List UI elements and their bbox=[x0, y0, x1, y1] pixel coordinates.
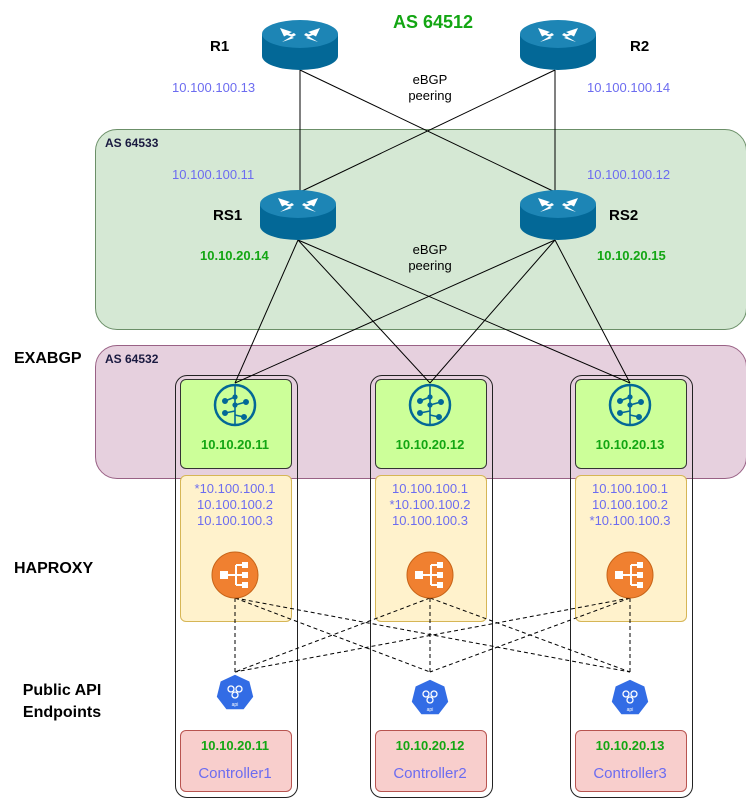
as-64533-label: AS 64533 bbox=[105, 136, 159, 150]
api-service-icon: api bbox=[410, 678, 450, 716]
section-label-api-line1: Public API bbox=[22, 682, 102, 699]
load-balancer-icon bbox=[606, 551, 654, 599]
bgp-speaker-icon bbox=[213, 383, 257, 427]
diagram-title: AS 64512 bbox=[393, 12, 474, 32]
peering-label-mid: eBGP peering bbox=[395, 242, 465, 274]
as-64532-label: AS 64532 bbox=[105, 352, 159, 366]
router-icon bbox=[520, 20, 596, 70]
peering-label-mid-line2: peering bbox=[408, 258, 452, 273]
router-rs1-name: RS1 bbox=[213, 207, 243, 224]
api-icon-text: api bbox=[427, 707, 434, 713]
router-rs2-ip-top: 10.100.100.12 bbox=[587, 167, 671, 182]
peering-label-mid-line1: eBGP bbox=[412, 242, 448, 257]
router-rs1-ip-bottom: 10.10.20.14 bbox=[200, 248, 269, 263]
node-column-1 bbox=[175, 375, 298, 798]
router-rs2-ip-bottom: 10.10.20.15 bbox=[597, 248, 666, 263]
vip-item: 10.100.100.3 bbox=[392, 513, 468, 528]
router-r2-ip: 10.100.100.14 bbox=[587, 80, 671, 95]
bgp-speaker-icon bbox=[408, 383, 452, 427]
bgp-speaker-icon bbox=[608, 383, 652, 427]
controller-name-2: Controller2 bbox=[393, 765, 467, 782]
router-rs2-name: RS2 bbox=[609, 207, 639, 224]
api-icon-text: api bbox=[627, 707, 634, 713]
vip-item: 10.100.100.1 bbox=[592, 481, 668, 496]
router-rs1-ip-top: 10.100.100.11 bbox=[172, 167, 255, 182]
controller-ip-3: 10.10.20.13 bbox=[595, 738, 665, 753]
controller-ip-2: 10.10.20.12 bbox=[395, 738, 465, 753]
router-icon bbox=[262, 20, 338, 70]
vip-item: *10.100.100.1 bbox=[194, 481, 276, 496]
section-label-haproxy: HAPROXY bbox=[14, 560, 94, 577]
controller-name-3: Controller3 bbox=[593, 765, 667, 782]
vip-item: 10.100.100.1 bbox=[392, 481, 468, 496]
vip-list-1: *10.100.100.1 10.100.100.2 10.100.100.3 bbox=[180, 481, 290, 529]
load-balancer-icon bbox=[211, 551, 259, 599]
api-service-icon: api bbox=[215, 673, 255, 711]
router-r1-ip: 10.100.100.13 bbox=[172, 80, 256, 95]
router-r1-name: R1 bbox=[210, 38, 230, 55]
controller-name-1: Controller1 bbox=[198, 765, 272, 782]
load-balancer-icon bbox=[406, 551, 454, 599]
controller-box-3 bbox=[575, 730, 687, 792]
router-icon bbox=[520, 190, 596, 240]
exabgp-ip-3: 10.10.20.13 bbox=[595, 437, 665, 452]
peering-label-top: eBGP peering bbox=[395, 72, 465, 104]
vip-item: 10.100.100.2 bbox=[197, 497, 273, 512]
api-service-icon: api bbox=[610, 678, 650, 716]
controller-box-2 bbox=[375, 730, 487, 792]
node-column-3 bbox=[570, 375, 693, 798]
vip-list-2: 10.100.100.1 *10.100.100.2 10.100.100.3 bbox=[375, 481, 485, 529]
section-label-api: Public API Endpoints bbox=[8, 680, 116, 724]
vip-item: *10.100.100.3 bbox=[589, 513, 671, 528]
exabgp-ip-2: 10.10.20.12 bbox=[395, 437, 465, 452]
vip-item: 10.100.100.2 bbox=[592, 497, 668, 512]
section-label-exabgp: EXABGP bbox=[14, 350, 82, 367]
router-icon bbox=[260, 190, 336, 240]
vip-item: *10.100.100.2 bbox=[389, 497, 471, 512]
vip-list-3: 10.100.100.1 10.100.100.2 *10.100.100.3 bbox=[575, 481, 685, 529]
router-r2-name: R2 bbox=[630, 38, 650, 55]
node-column-2 bbox=[370, 375, 493, 798]
section-label-api-line2: Endpoints bbox=[22, 704, 102, 721]
as-64533-region bbox=[95, 129, 746, 330]
peering-label-top-line1: eBGP bbox=[412, 72, 448, 87]
controller-ip-1: 10.10.20.11 bbox=[201, 738, 269, 753]
vip-item: 10.100.100.3 bbox=[197, 513, 273, 528]
api-icon-text: api bbox=[232, 702, 239, 708]
peering-label-top-line2: peering bbox=[408, 88, 452, 103]
exabgp-ip-1: 10.10.20.11 bbox=[201, 437, 269, 452]
controller-box-1 bbox=[180, 730, 292, 792]
